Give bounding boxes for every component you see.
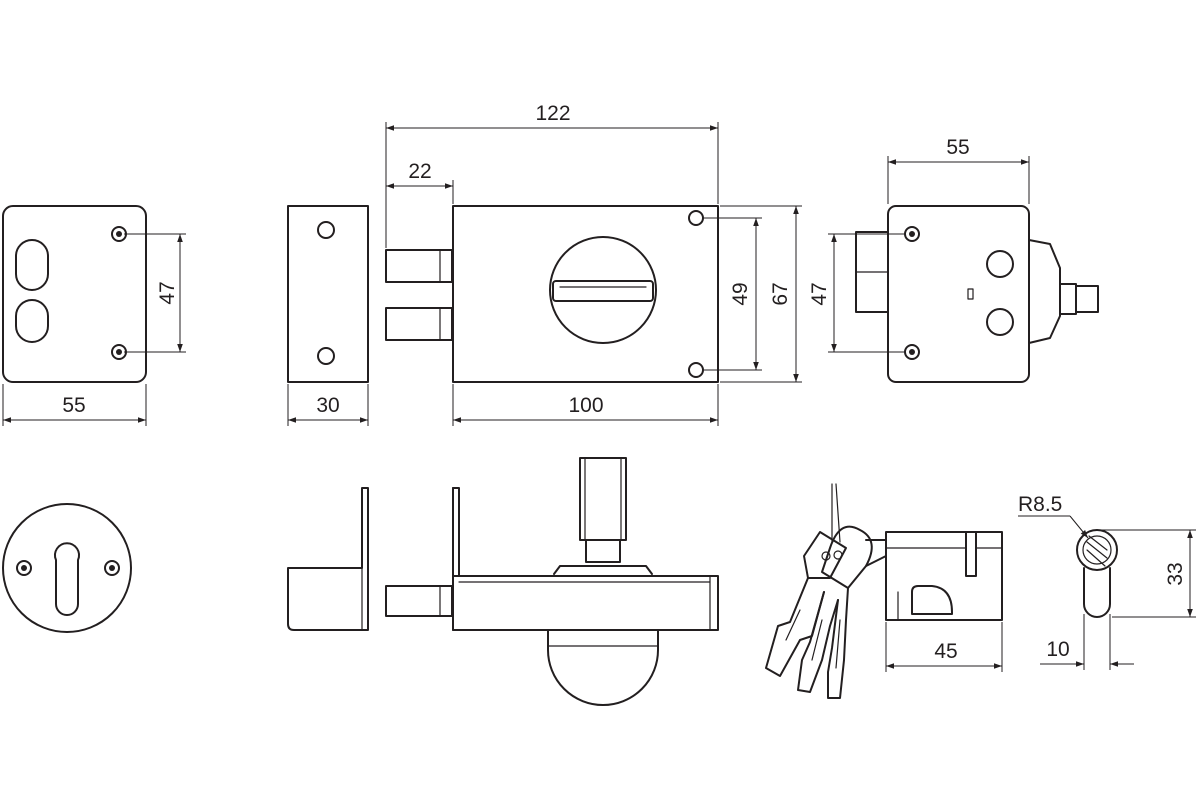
dimension-label: 100 xyxy=(568,394,603,417)
lock-body-back-view xyxy=(855,205,1099,383)
keeper-front-view xyxy=(287,205,369,383)
dimension-label: 55 xyxy=(62,394,85,417)
cylinder-side-view xyxy=(885,531,1003,621)
dimension-cylinder-length: 45 xyxy=(885,622,1003,672)
dimension-label: 67 xyxy=(769,282,792,305)
dimension-lock-body-length: 100 xyxy=(452,384,719,426)
keys-illustration xyxy=(765,483,887,699)
cylinder-profile-view xyxy=(1076,529,1118,618)
dimension-label: 47 xyxy=(808,282,831,305)
dimension-label: R8.5 xyxy=(1018,493,1062,516)
dimension-label: 49 xyxy=(729,282,752,305)
lock-body-side-view xyxy=(385,457,719,706)
dimension-lock-hole-spacing: 49 xyxy=(703,217,762,371)
dimension-label: 45 xyxy=(934,640,957,663)
dimension-cylinder-profile-height: 33 xyxy=(1100,529,1196,618)
dimension-lock-overall-length: 122 xyxy=(385,102,719,248)
dimension-cam-radius: R8.5 xyxy=(1018,493,1089,539)
dimension-back-hole-spacing: 47 xyxy=(808,233,905,353)
dimension-escutcheon-hole-spacing: 47 xyxy=(124,233,186,353)
dimension-escutcheon-width: 55 xyxy=(2,384,147,426)
dimension-lock-height: 67 xyxy=(720,205,802,383)
dimension-keeper-width: 30 xyxy=(287,384,369,426)
keeper-side-view xyxy=(287,487,369,631)
dimension-label: 10 xyxy=(1046,638,1069,661)
round-escutcheon-view xyxy=(2,503,132,633)
escutcheon-front-view xyxy=(2,205,147,383)
dimension-label: 55 xyxy=(946,136,969,159)
dimension-bolt-throw: 22 xyxy=(386,160,454,204)
dimension-cylinder-profile-width: 10 xyxy=(1040,614,1134,670)
dimension-label: 47 xyxy=(156,281,179,304)
dimension-label: 30 xyxy=(316,394,339,417)
lock-body-front-view xyxy=(385,205,719,383)
dimension-label: 22 xyxy=(408,160,431,183)
dimension-label: 122 xyxy=(535,102,570,125)
dimension-back-width: 55 xyxy=(887,136,1030,204)
dimension-label: 33 xyxy=(1164,562,1187,585)
